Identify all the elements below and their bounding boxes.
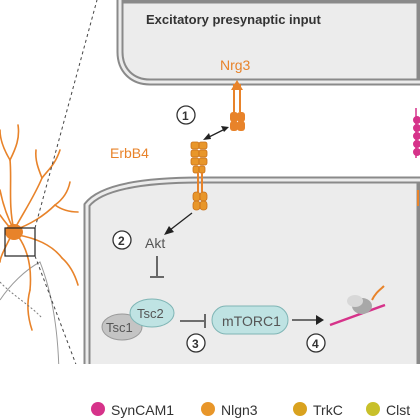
erbb4-receptor [190,141,208,211]
tsc2-label: Tsc2 [137,306,164,321]
legend: SynCAM1 Nlgn3 TrkC Clst [91,402,410,418]
svg-text:Clst: Clst [386,402,410,418]
postsynaptic-cell [83,176,420,420]
step-2-marker: 2 [112,230,132,250]
tsc2-inhibits-mtorc1 [180,314,206,328]
legend-item-nlgn3: Nlgn3 [201,402,258,418]
nrg3-ligand [230,80,245,131]
ribosome-icon [329,295,386,327]
akt-label: Akt [145,235,165,251]
presynaptic-terminal [116,0,420,86]
erbb4-label: ErbB4 [110,145,149,161]
svg-text:1: 1 [182,109,189,123]
svg-text:2: 2 [118,234,125,248]
legend-item-syncam1: SynCAM1 [91,402,174,418]
step-4-marker: 4 [306,333,326,353]
mtorc1-label: mTORC1 [222,313,281,329]
svg-text:TrkC: TrkC [313,402,343,418]
tsc1-label: Tsc1 [106,320,133,335]
legend-item-clst: Clst [366,402,410,418]
axon-dashed [0,281,43,319]
mtorc1-to-translation-arrow [292,315,324,325]
neuron-soma [5,224,23,240]
nascent-protein-icon [371,285,385,301]
neuron-overview-panel [0,0,98,420]
step-3-marker: 3 [186,333,206,353]
svg-text:3: 3 [192,337,199,351]
erbb4-to-akt-arrow [164,212,193,235]
svg-text:Nlgn3: Nlgn3 [221,402,258,418]
legend-band [84,364,420,420]
tsc1-node [101,313,143,341]
mtorc1-node [211,305,289,335]
syncam1-cluster [413,108,420,158]
svg-text:SynCAM1: SynCAM1 [111,402,174,418]
zoom-region-box [4,227,36,257]
svg-text:4: 4 [312,337,319,351]
mrna-strand [329,303,386,327]
legend-item-trkc: TrkC [293,402,343,418]
nrg3-label: Nrg3 [220,57,251,73]
binding-arrow [203,126,229,140]
step-1-marker: 1 [176,105,196,125]
tsc2-node [129,298,175,328]
akt-inhibits-tsc2 [150,256,164,278]
panel-title: Excitatory presynaptic input [146,12,321,27]
